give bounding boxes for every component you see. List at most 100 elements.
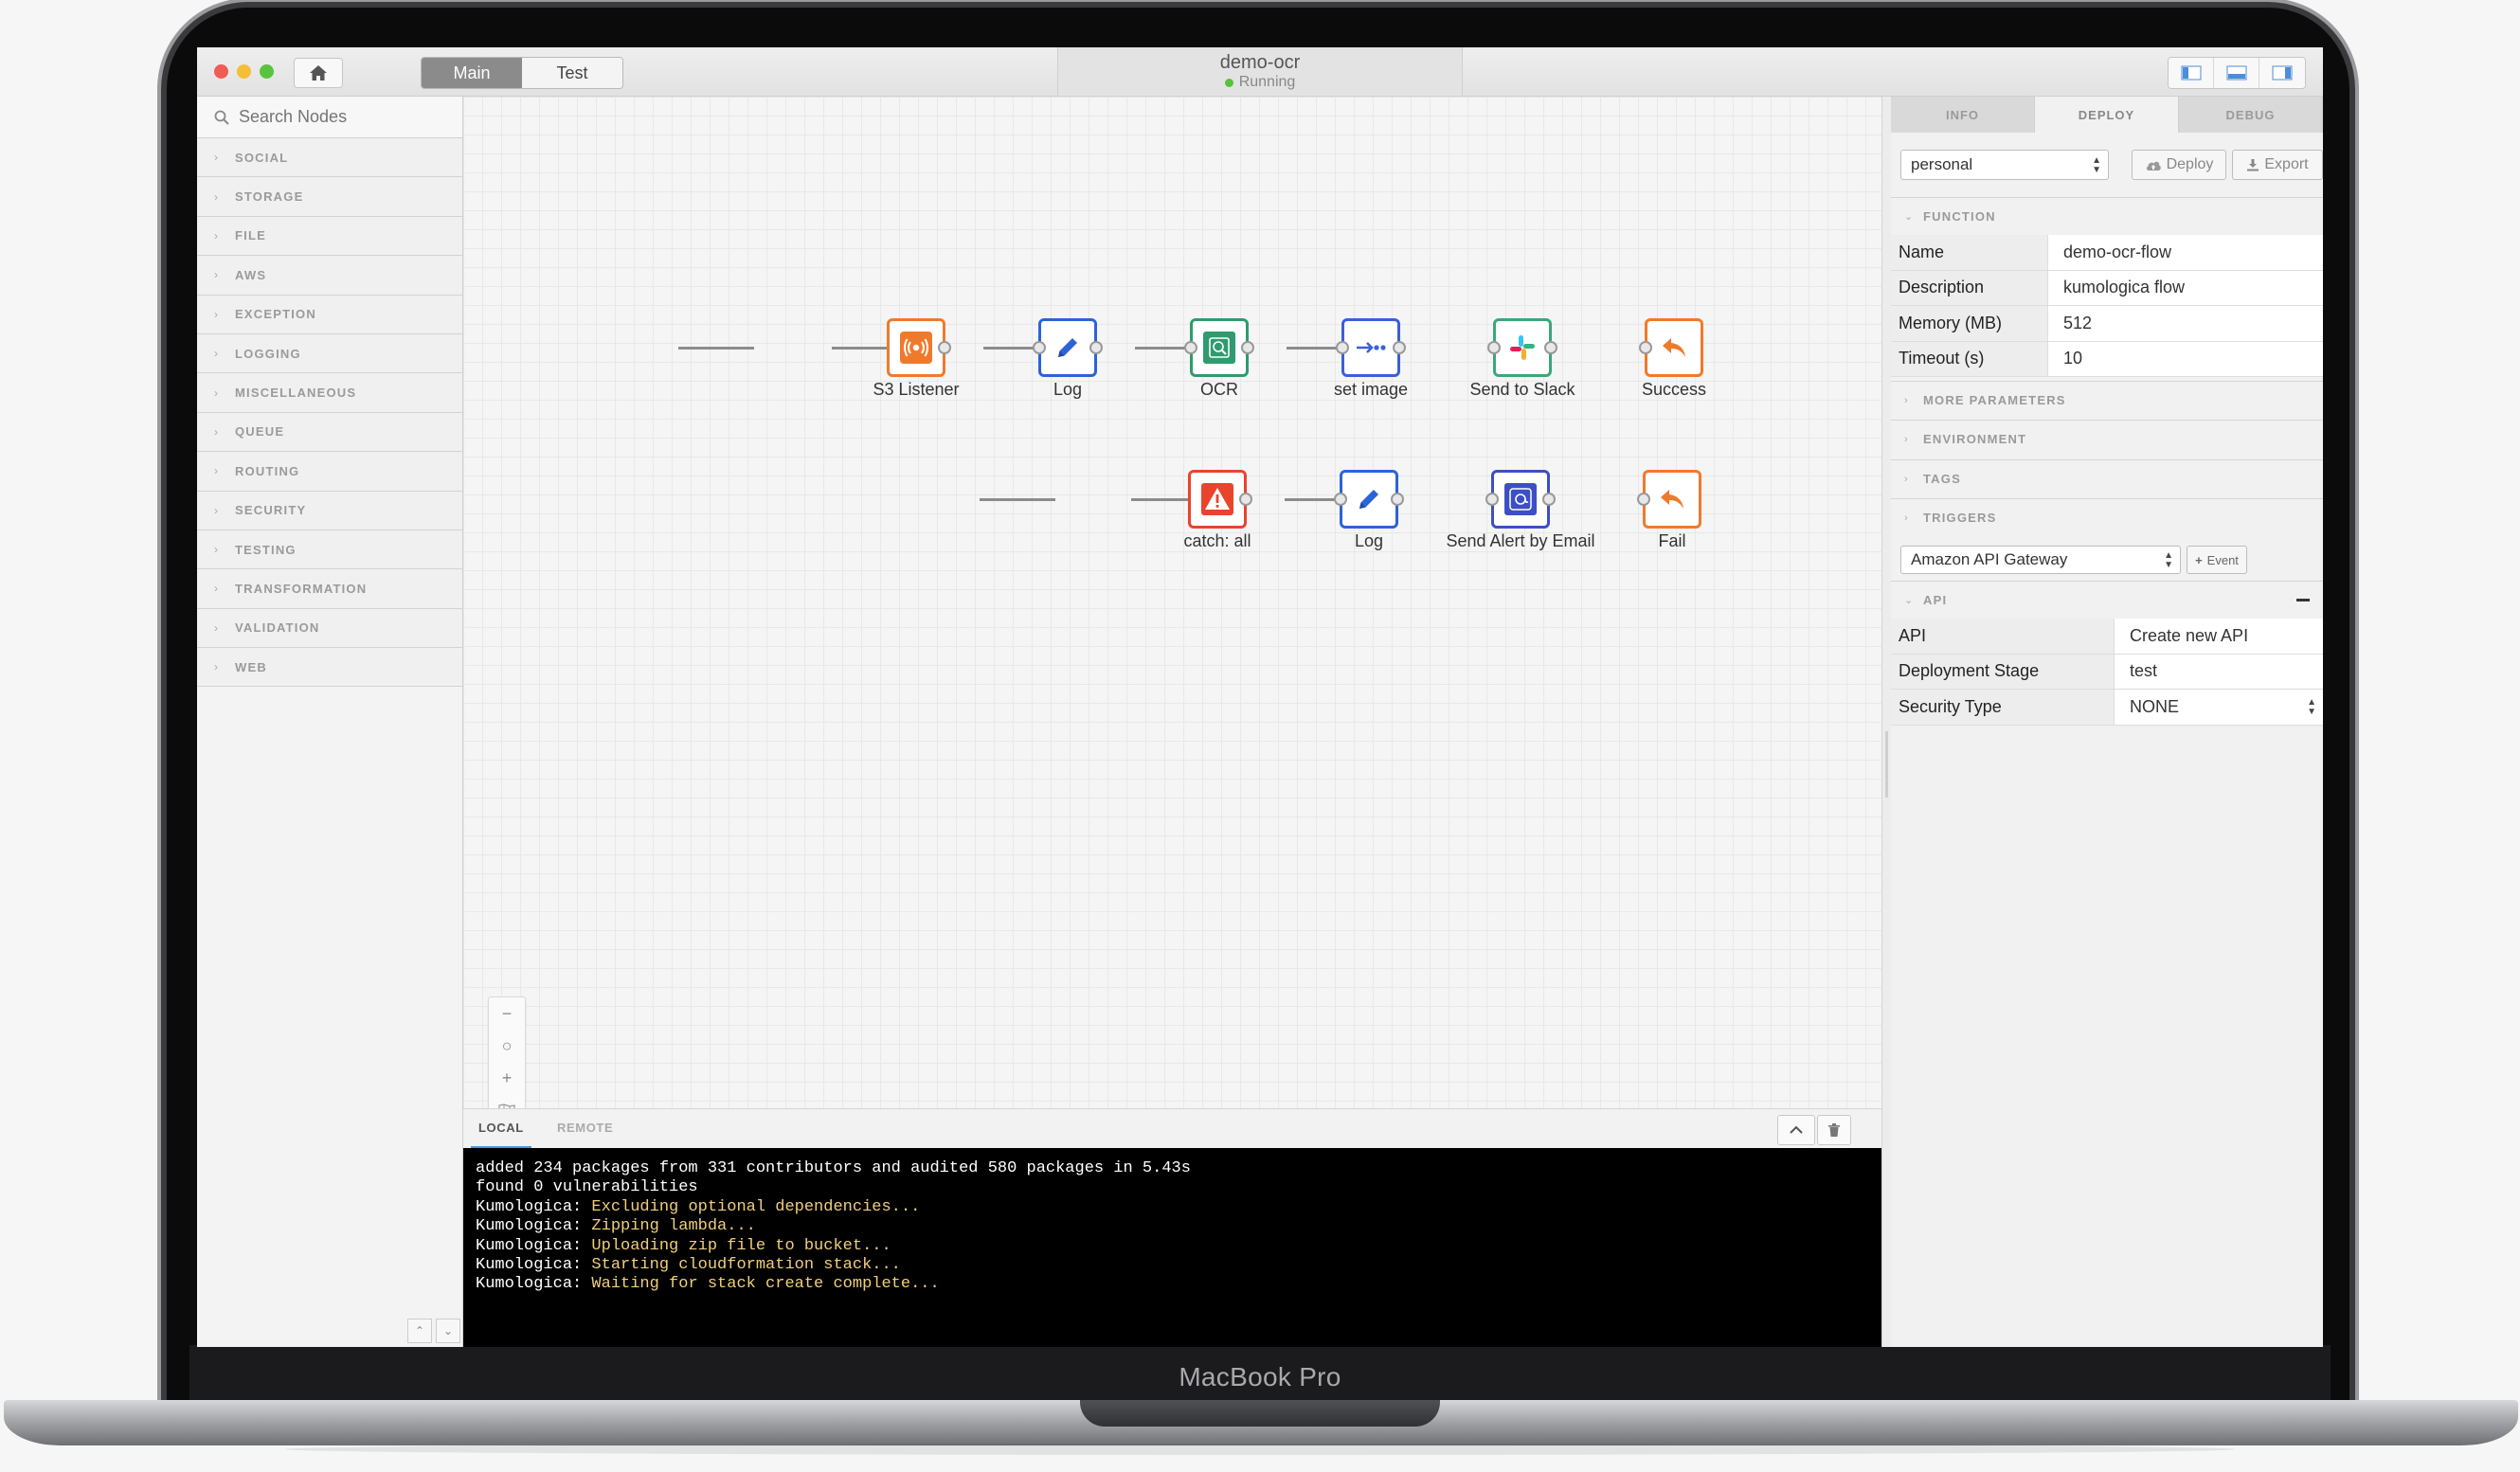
node-send-to-slack[interactable] (1487, 318, 1557, 377)
section-environment[interactable]: ›ENVIRONMENT (1891, 420, 2323, 458)
properties-panel: INFO DEPLOY DEBUG personal ▲▼ Deploy Exp… (1891, 97, 2323, 1347)
collapse-section-button[interactable] (2296, 599, 2310, 601)
trigger-type-select[interactable]: Amazon API Gateway ▲▼ (1900, 546, 2181, 574)
console-collapse-button[interactable] (1777, 1115, 1815, 1145)
node-output-port[interactable] (1544, 341, 1557, 354)
node-input-port[interactable] (1033, 341, 1046, 354)
property-key: Timeout (s) (1891, 341, 2048, 376)
panel-tabs: INFO DEPLOY DEBUG (1891, 97, 2323, 133)
function-memory-field[interactable]: 512 (2048, 306, 2323, 341)
node-ocr[interactable] (1184, 318, 1254, 377)
node-output-port[interactable] (1393, 341, 1406, 354)
node-log[interactable] (1033, 318, 1103, 377)
node-output-port[interactable] (1542, 493, 1556, 506)
broadcast-icon (900, 332, 932, 364)
collapse-all-button[interactable]: ⌃ (407, 1319, 432, 1343)
node-output-port[interactable] (1089, 341, 1103, 354)
category-queue[interactable]: ›QUEUE (197, 412, 462, 453)
function-timeout-field[interactable]: 10 (2048, 341, 2323, 376)
node-input-port[interactable] (1637, 493, 1650, 506)
category-aws[interactable]: ›AWS (197, 256, 462, 296)
security-type-value: NONE (2130, 696, 2180, 716)
zoom-reset-button[interactable]: ○ (489, 1030, 525, 1062)
toggle-right-panel-button[interactable] (2259, 58, 2305, 88)
node-output-port[interactable] (1241, 341, 1254, 354)
layout-buttons (2168, 57, 2306, 89)
export-button[interactable]: Export (2232, 150, 2323, 180)
category-validation[interactable]: ›VALIDATION (197, 608, 462, 649)
node-catch-all[interactable] (1188, 470, 1252, 529)
function-description-field[interactable]: kumologica flow (2048, 270, 2323, 305)
node-input-port[interactable] (1334, 493, 1347, 506)
node-input-port[interactable] (1639, 341, 1652, 354)
node-input-port[interactable] (1184, 341, 1197, 354)
tab-debug[interactable]: DEBUG (2179, 97, 2323, 133)
node-input-port[interactable] (1485, 493, 1499, 506)
search-icon (214, 110, 229, 125)
category-miscellaneous[interactable]: ›MISCELLANEOUS (197, 373, 462, 413)
search-nodes-input[interactable] (239, 107, 447, 127)
category-testing[interactable]: ›TESTING (197, 530, 462, 570)
property-key: Memory (MB) (1891, 306, 2048, 341)
expand-all-button[interactable]: ⌄ (436, 1319, 460, 1343)
api-field[interactable]: Create new API (2115, 619, 2323, 654)
toggle-bottom-panel-button[interactable] (2214, 58, 2259, 88)
console-clear-button[interactable] (1817, 1115, 1851, 1145)
category-security[interactable]: ›SECURITY (197, 491, 462, 530)
section-function[interactable]: ⌄ FUNCTION (1891, 197, 2323, 235)
tab-info[interactable]: INFO (1891, 97, 2035, 133)
arrow-dots-icon (1357, 342, 1386, 353)
category-exception[interactable]: ›EXCEPTION (197, 295, 462, 334)
node-s3-listener[interactable] (887, 318, 951, 377)
chevron-right-icon: › (214, 347, 218, 361)
add-event-button[interactable]: + Event (2187, 546, 2247, 574)
splitter-grip[interactable] (1885, 731, 1888, 798)
node-set-image[interactable] (1336, 318, 1406, 377)
security-type-select[interactable]: NONE▲▼ (2115, 690, 2323, 725)
node-send-alert-by-email[interactable] (1485, 470, 1556, 529)
node-success[interactable] (1639, 318, 1703, 377)
minimize-window-button[interactable] (237, 64, 251, 79)
panel-splitter[interactable] (1881, 97, 1891, 1347)
node-output-port[interactable] (1391, 493, 1404, 506)
flow-canvas[interactable]: S3 Listener Log OCR set image Send to Sl… (463, 97, 1881, 1156)
category-routing[interactable]: ›ROUTING (197, 452, 462, 492)
zoom-in-button[interactable]: + (489, 1062, 525, 1094)
section-more-parameters[interactable]: ›MORE PARAMETERS (1891, 381, 2323, 419)
node-output-port[interactable] (1239, 493, 1252, 506)
category-logging[interactable]: ›LOGGING (197, 333, 462, 374)
category-file[interactable]: ›FILE (197, 216, 462, 257)
category-web[interactable]: ›WEB (197, 648, 462, 688)
deployment-stage-field[interactable]: test (2115, 654, 2323, 689)
category-storage[interactable]: ›STORAGE (197, 177, 462, 217)
close-window-button[interactable] (214, 64, 228, 79)
category-transformation[interactable]: ›TRANSFORMATION (197, 569, 462, 609)
maximize-window-button[interactable] (260, 64, 274, 79)
node-input-port[interactable] (1487, 341, 1501, 354)
node-log-error[interactable] (1334, 470, 1404, 529)
node-input-port[interactable] (1336, 341, 1349, 354)
function-name-field[interactable]: demo-ocr-flow (2048, 235, 2323, 270)
section-api[interactable]: ⌄ API (1891, 581, 2323, 619)
right-panel-icon (2272, 65, 2293, 81)
toggle-left-panel-button[interactable] (2169, 58, 2214, 88)
profile-select[interactable]: personal ▲▼ (1900, 150, 2109, 180)
home-button[interactable] (294, 58, 343, 88)
double-chevron-up-icon: ⌃ (414, 1324, 425, 1337)
console-tab-remote[interactable]: REMOTE (557, 1121, 614, 1135)
deploy-button[interactable]: Deploy (2132, 150, 2226, 180)
tab-main[interactable]: Main (422, 58, 522, 88)
console-tab-local[interactable]: LOCAL (471, 1121, 531, 1149)
chevron-right-icon: › (1904, 512, 1908, 524)
section-triggers[interactable]: ›TRIGGERS (1891, 498, 2323, 536)
tab-test[interactable]: Test (522, 58, 622, 88)
node-fail[interactable] (1637, 470, 1701, 529)
node-output-port[interactable] (938, 341, 951, 354)
tab-deploy[interactable]: DEPLOY (2035, 97, 2179, 133)
zoom-out-button[interactable]: − (489, 997, 525, 1030)
category-social[interactable]: ›SOCIAL (197, 138, 462, 178)
section-tags[interactable]: ›TAGS (1891, 459, 2323, 497)
double-chevron-down-icon: ⌄ (442, 1324, 454, 1337)
